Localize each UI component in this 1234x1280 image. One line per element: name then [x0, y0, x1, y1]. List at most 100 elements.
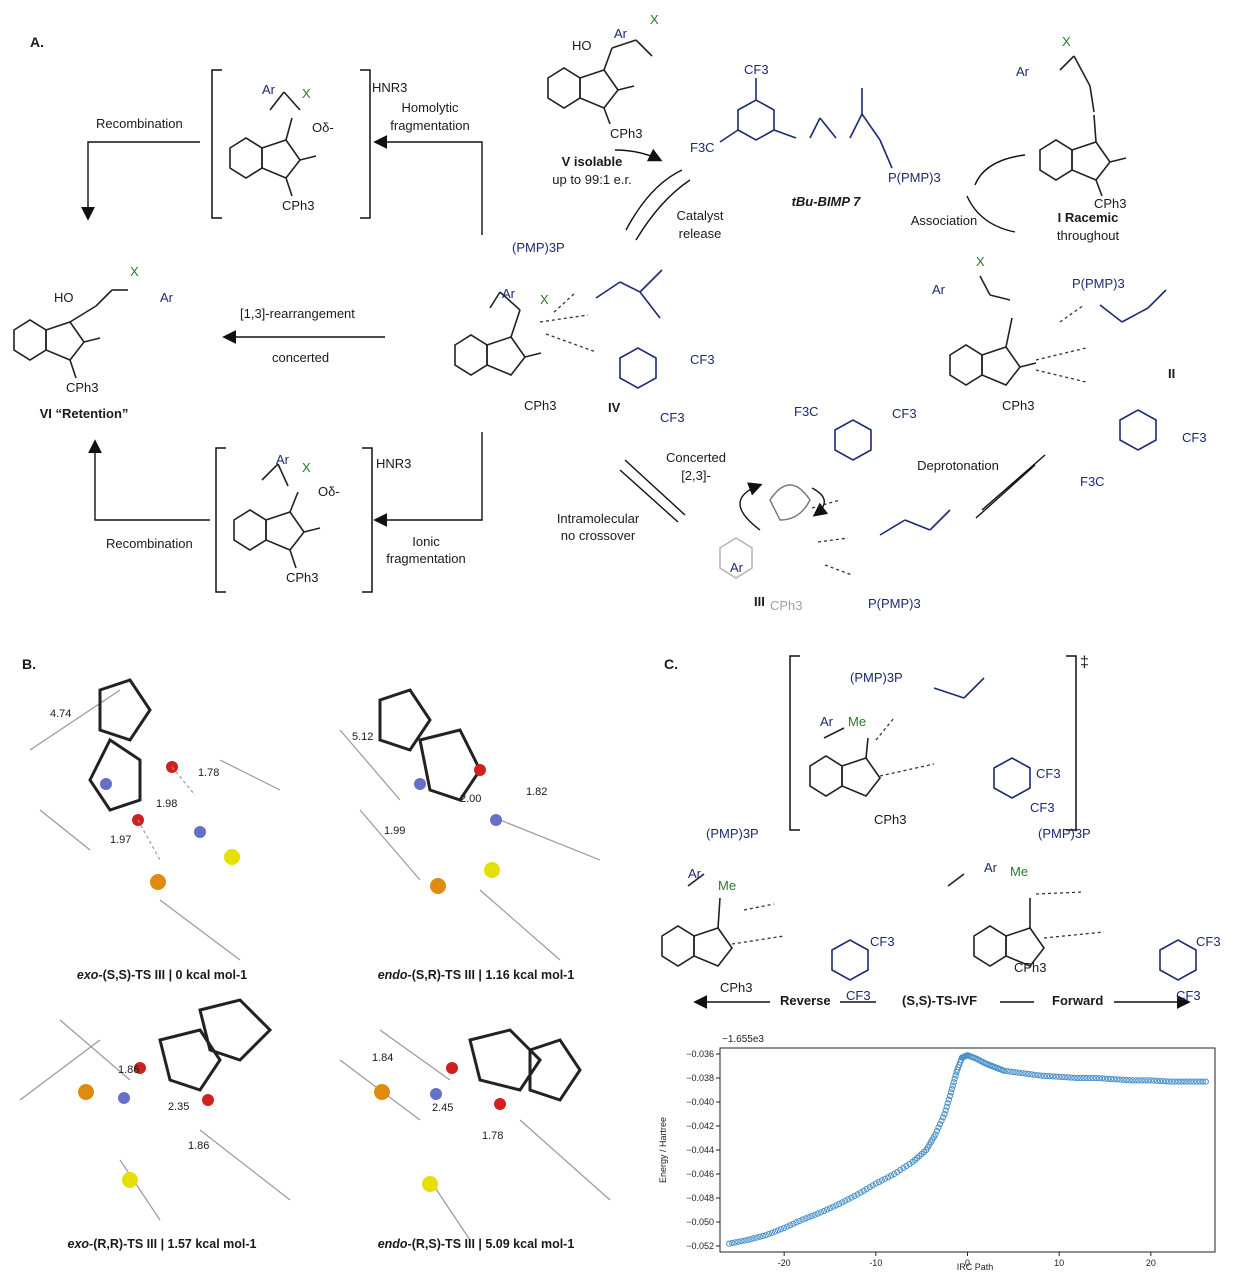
dist-1-d: 1.97: [110, 834, 132, 846]
x-tick-label: -10: [869, 1258, 882, 1268]
atom-ppmp-III: P(PMP)3: [868, 596, 921, 611]
data-point: [1056, 1073, 1063, 1080]
atom-ar-left: Ar: [688, 866, 701, 881]
label-recombination-top: Recombination: [96, 116, 183, 131]
data-point: [1126, 1077, 1133, 1084]
data-point: [793, 1219, 800, 1226]
atom-hnr3-bottom: HNR3: [376, 456, 412, 471]
atom-me-right: Me: [1010, 864, 1029, 879]
data-point: [811, 1211, 818, 1218]
data-point: [1040, 1072, 1047, 1079]
data-point: [1193, 1078, 1200, 1085]
data-point: [790, 1220, 797, 1227]
data-point: [796, 1217, 803, 1225]
complex-II: [949, 275, 1167, 451]
data-point: [891, 1170, 898, 1178]
caption-endo-rs: endo-(R,S)-TS III | 5.09 kcal mol-1: [377, 1237, 575, 1251]
atom-ar-top: Ar: [262, 82, 275, 97]
label-release-2: release: [678, 226, 722, 241]
atom-cf3-left-1: CF3: [870, 934, 895, 949]
atom-me-left: Me: [718, 878, 737, 893]
atom-cph3-left: CPh3: [720, 980, 753, 995]
atom-ar-III: Ar: [730, 560, 743, 575]
data-point: [1196, 1078, 1203, 1085]
data-point: [729, 1239, 736, 1247]
chart-offset-label: −1.655e3: [722, 1034, 764, 1045]
caption-endo-sr: endo-(S,R)-TS III | 1.16 kcal mol-1: [377, 968, 575, 982]
data-point: [935, 1124, 942, 1131]
dist-1-b: 1.78: [198, 767, 220, 779]
data-point: [1053, 1073, 1060, 1080]
data-point: [1199, 1078, 1206, 1085]
data-point: [1166, 1078, 1173, 1085]
panel-c-scheme: [661, 655, 1197, 1009]
data-point: [1114, 1076, 1121, 1083]
data-point: [1049, 1073, 1057, 1080]
label-homolytic-1: Homolytic: [401, 100, 459, 115]
x-tick-label: 10: [1054, 1258, 1064, 1268]
data-point: [1037, 1072, 1044, 1079]
data-point: [1083, 1074, 1090, 1082]
ts-dagger: ‡: [1080, 654, 1089, 671]
atom-cf3-ts-1: CF3: [1036, 766, 1061, 781]
x-tick-label: 0: [965, 1258, 970, 1268]
atom-ar-II: Ar: [932, 282, 945, 297]
data-point: [939, 1114, 947, 1121]
atom-me-ts: Me: [848, 714, 867, 729]
oxindole-V: [547, 39, 653, 125]
label-V-1: V isolable: [561, 154, 623, 169]
data-point: [726, 1240, 733, 1247]
caption-exo-rr: exo-(R,R)-TS III | 1.57 kcal mol-1: [67, 1237, 257, 1251]
atom-x-bottom: X: [302, 460, 311, 475]
data-point: [1141, 1077, 1148, 1084]
data-point: [1016, 1069, 1023, 1076]
structure-endo-rs: [339, 1028, 611, 1241]
data-point: [941, 1110, 948, 1118]
atom-ar-I: Ar: [1016, 64, 1029, 79]
data-point: [808, 1212, 815, 1220]
data-point: [787, 1222, 794, 1229]
data-point: [888, 1172, 895, 1179]
equilibrium-arrows: [614, 148, 1046, 523]
label-deprotonation: Deprotonation: [917, 458, 999, 473]
data-point: [756, 1233, 763, 1240]
atom-cf3-II-1: CF3: [1182, 430, 1207, 445]
atom-cf3-cat: CF3: [744, 62, 769, 77]
atom-cph3-V: CPh3: [610, 126, 643, 141]
data-point: [878, 1177, 886, 1184]
atom-ppmp-cat: P(PMP)3: [888, 170, 941, 185]
y-tick-label: −0.040: [686, 1097, 714, 1107]
label-release-1: Catalyst: [676, 208, 724, 223]
atom-hnr3-top: HNR3: [372, 80, 408, 95]
data-point: [1092, 1074, 1099, 1082]
atom-cph3-right: CPh3: [1014, 960, 1047, 975]
data-point: [759, 1232, 766, 1240]
data-point: [805, 1214, 812, 1221]
ts-label: (S,S)-TS-IVF: [902, 993, 978, 1008]
label-concerted-1: Concerted: [666, 450, 726, 465]
data-point: [1004, 1068, 1011, 1075]
data-point: [945, 1096, 952, 1103]
data-point: [1086, 1074, 1093, 1082]
data-point: [906, 1160, 913, 1168]
brackets: [211, 69, 373, 593]
data-point: [943, 1103, 950, 1110]
data-point: [768, 1229, 776, 1236]
data-point: [1144, 1077, 1151, 1084]
structure-endo-sr: [339, 688, 601, 961]
data-point: [1147, 1077, 1154, 1084]
label-I-2: throughout: [1056, 228, 1120, 243]
atom-ho-V: HO: [572, 38, 592, 53]
data-point: [881, 1175, 889, 1182]
atom-pmpp-left: (PMP)3P: [706, 826, 759, 841]
data-point: [900, 1164, 907, 1172]
atom-x-I: X: [1062, 34, 1071, 49]
atom-cph3-II: CPh3: [1002, 398, 1035, 413]
data-point: [774, 1227, 782, 1234]
atom-x-VI: X: [130, 264, 139, 279]
label-ionic-1: Ionic: [412, 534, 440, 549]
data-point: [1028, 1071, 1035, 1078]
data-point: [802, 1215, 809, 1222]
atom-cph3-VI: CPh3: [66, 380, 99, 395]
data-point: [1007, 1068, 1014, 1075]
